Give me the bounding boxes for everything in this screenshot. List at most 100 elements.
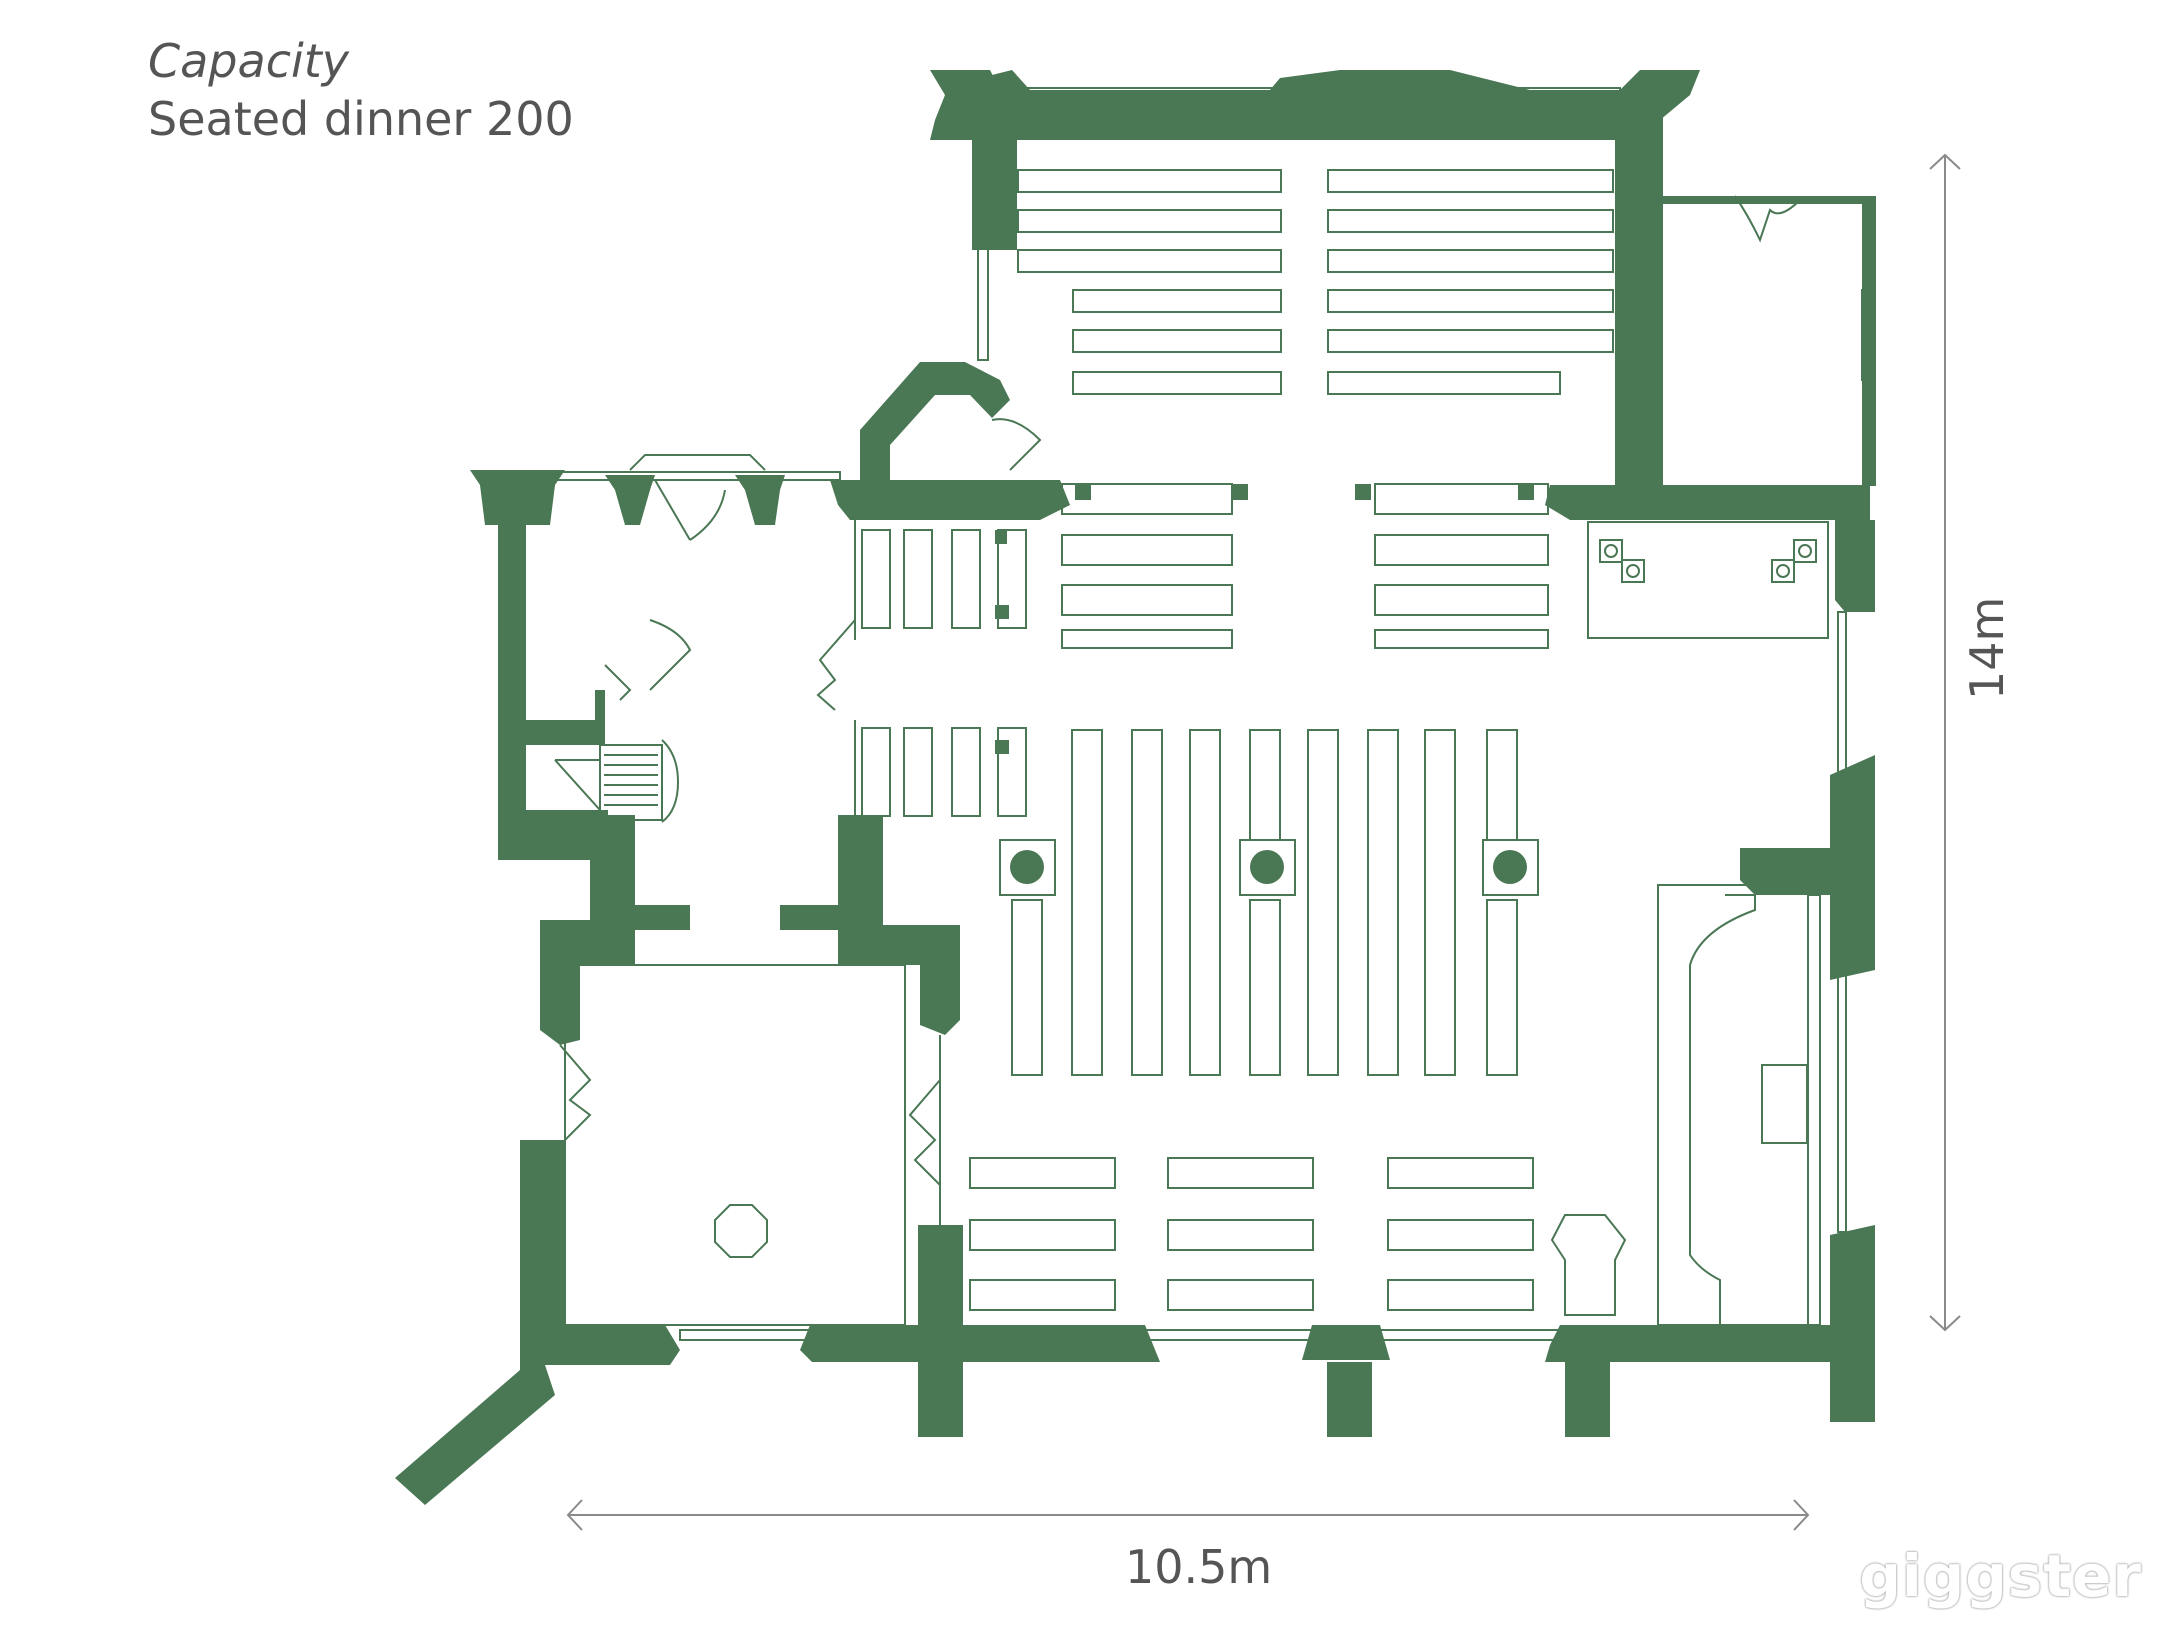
wall-upper-left-stub: [970, 70, 1030, 130]
column-box: [1482, 839, 1539, 896]
table: [1387, 1279, 1534, 1311]
wall-annex-top3: [735, 475, 785, 525]
wall-bottom-left: [395, 1325, 680, 1505]
table: [1327, 209, 1614, 233]
window-annex-top: [549, 471, 841, 481]
plan-lines: [549, 87, 1869, 1341]
wall-annex-left-lower: [498, 810, 608, 860]
height-arrow-bottom: [1929, 1315, 1961, 1332]
post: [995, 605, 1009, 619]
table: [903, 529, 933, 629]
door-swing: [1734, 195, 1801, 243]
door-swing: [604, 664, 632, 701]
wall-bottom-tab-3: [1565, 1362, 1610, 1437]
table: [1424, 729, 1456, 1076]
table: [1367, 729, 1399, 1076]
wall-side-top: [1660, 196, 1875, 204]
bar-edge: [1807, 894, 1821, 1326]
table: [1189, 729, 1221, 1076]
table: [1071, 729, 1103, 1076]
table: [1131, 729, 1163, 1076]
wall-annex-top2: [605, 475, 655, 525]
table: [1327, 289, 1614, 313]
dimension-lines: [566, 153, 1961, 1531]
wall-vestibule: [860, 362, 1010, 500]
risers-circles: [1604, 544, 1812, 578]
annex-room-line: [564, 964, 906, 1326]
column: [1010, 850, 1044, 884]
wall-bottom-right: [1545, 1325, 1845, 1362]
door-zigzag: [559, 1044, 592, 1141]
door-swing: [991, 418, 1042, 471]
table: [1072, 371, 1282, 395]
wall-cross-left: [830, 480, 1070, 520]
table: [1167, 1157, 1314, 1189]
width-arrow-right: [1793, 1499, 1810, 1531]
table: [969, 1219, 1116, 1251]
columns: [995, 484, 1534, 884]
wall-bottom-mid: [800, 1325, 1160, 1362]
wall-annex-lower-left: [540, 920, 630, 1045]
table: [1307, 729, 1339, 1076]
stair-landing: [554, 759, 601, 813]
table: [951, 529, 981, 629]
wall-annex-tab-left: [630, 905, 690, 930]
wall-right-pier-1: [1830, 755, 1875, 980]
table: [1017, 209, 1282, 233]
wall-right-pier-3: [1830, 1225, 1875, 1422]
stair: [599, 744, 663, 821]
width-arrow-left: [566, 1499, 583, 1531]
octagon-table: [714, 1204, 768, 1258]
table: [903, 727, 933, 817]
wall-annex-top: [470, 470, 565, 525]
table: [1327, 169, 1614, 193]
door-swing: [654, 479, 726, 541]
wall-upper-top: [930, 70, 1700, 140]
riser: [1793, 539, 1817, 563]
width-label: 10.5m: [1125, 1540, 1273, 1594]
table: [1327, 249, 1614, 273]
table: [1374, 534, 1549, 566]
table: [997, 727, 1027, 817]
pulpit: [1550, 1214, 1627, 1316]
column: [1493, 850, 1527, 884]
table: [1486, 729, 1518, 841]
window-upper-top: [999, 87, 1621, 99]
table: [1061, 629, 1233, 649]
table: [1249, 899, 1281, 1076]
window-right: [1837, 611, 1847, 1233]
table: [861, 529, 891, 629]
post: [1518, 484, 1534, 500]
brand-watermark: giggster: [1859, 1542, 2142, 1610]
post: [995, 740, 1009, 754]
raised-platform: [1587, 521, 1829, 639]
table: [1072, 289, 1282, 313]
wall-stair-divider: [595, 690, 605, 745]
stair-treads: [604, 754, 658, 806]
post: [1232, 484, 1248, 500]
wall-stair-wall: [525, 720, 600, 745]
bar-counter: [1689, 894, 1756, 1325]
table: [1072, 329, 1282, 353]
wall-upper-right: [1615, 100, 1663, 495]
table: [1017, 249, 1282, 273]
wall-bottom-center: [1302, 1325, 1390, 1360]
table: [1486, 899, 1518, 1076]
table: [969, 1157, 1116, 1189]
table: [1011, 899, 1043, 1076]
wall-bottom-tab-2: [1327, 1362, 1372, 1437]
wall-annex-bottom-left: [520, 1140, 565, 1325]
capacity-seated-dinner: Seated dinner 200: [148, 92, 574, 146]
door-swing: [649, 619, 692, 691]
wall-right-pier-2: [1740, 848, 1835, 895]
table: [969, 1279, 1116, 1311]
wall-annex-tab-right: [780, 905, 840, 930]
table: [1061, 584, 1233, 616]
wall-cross-right: [1545, 485, 1870, 520]
capacity-title: Capacity: [148, 34, 350, 88]
window-side-right: [1861, 289, 1869, 381]
post: [1075, 484, 1091, 500]
table: [1374, 629, 1549, 649]
height-arrow-top: [1929, 153, 1961, 170]
